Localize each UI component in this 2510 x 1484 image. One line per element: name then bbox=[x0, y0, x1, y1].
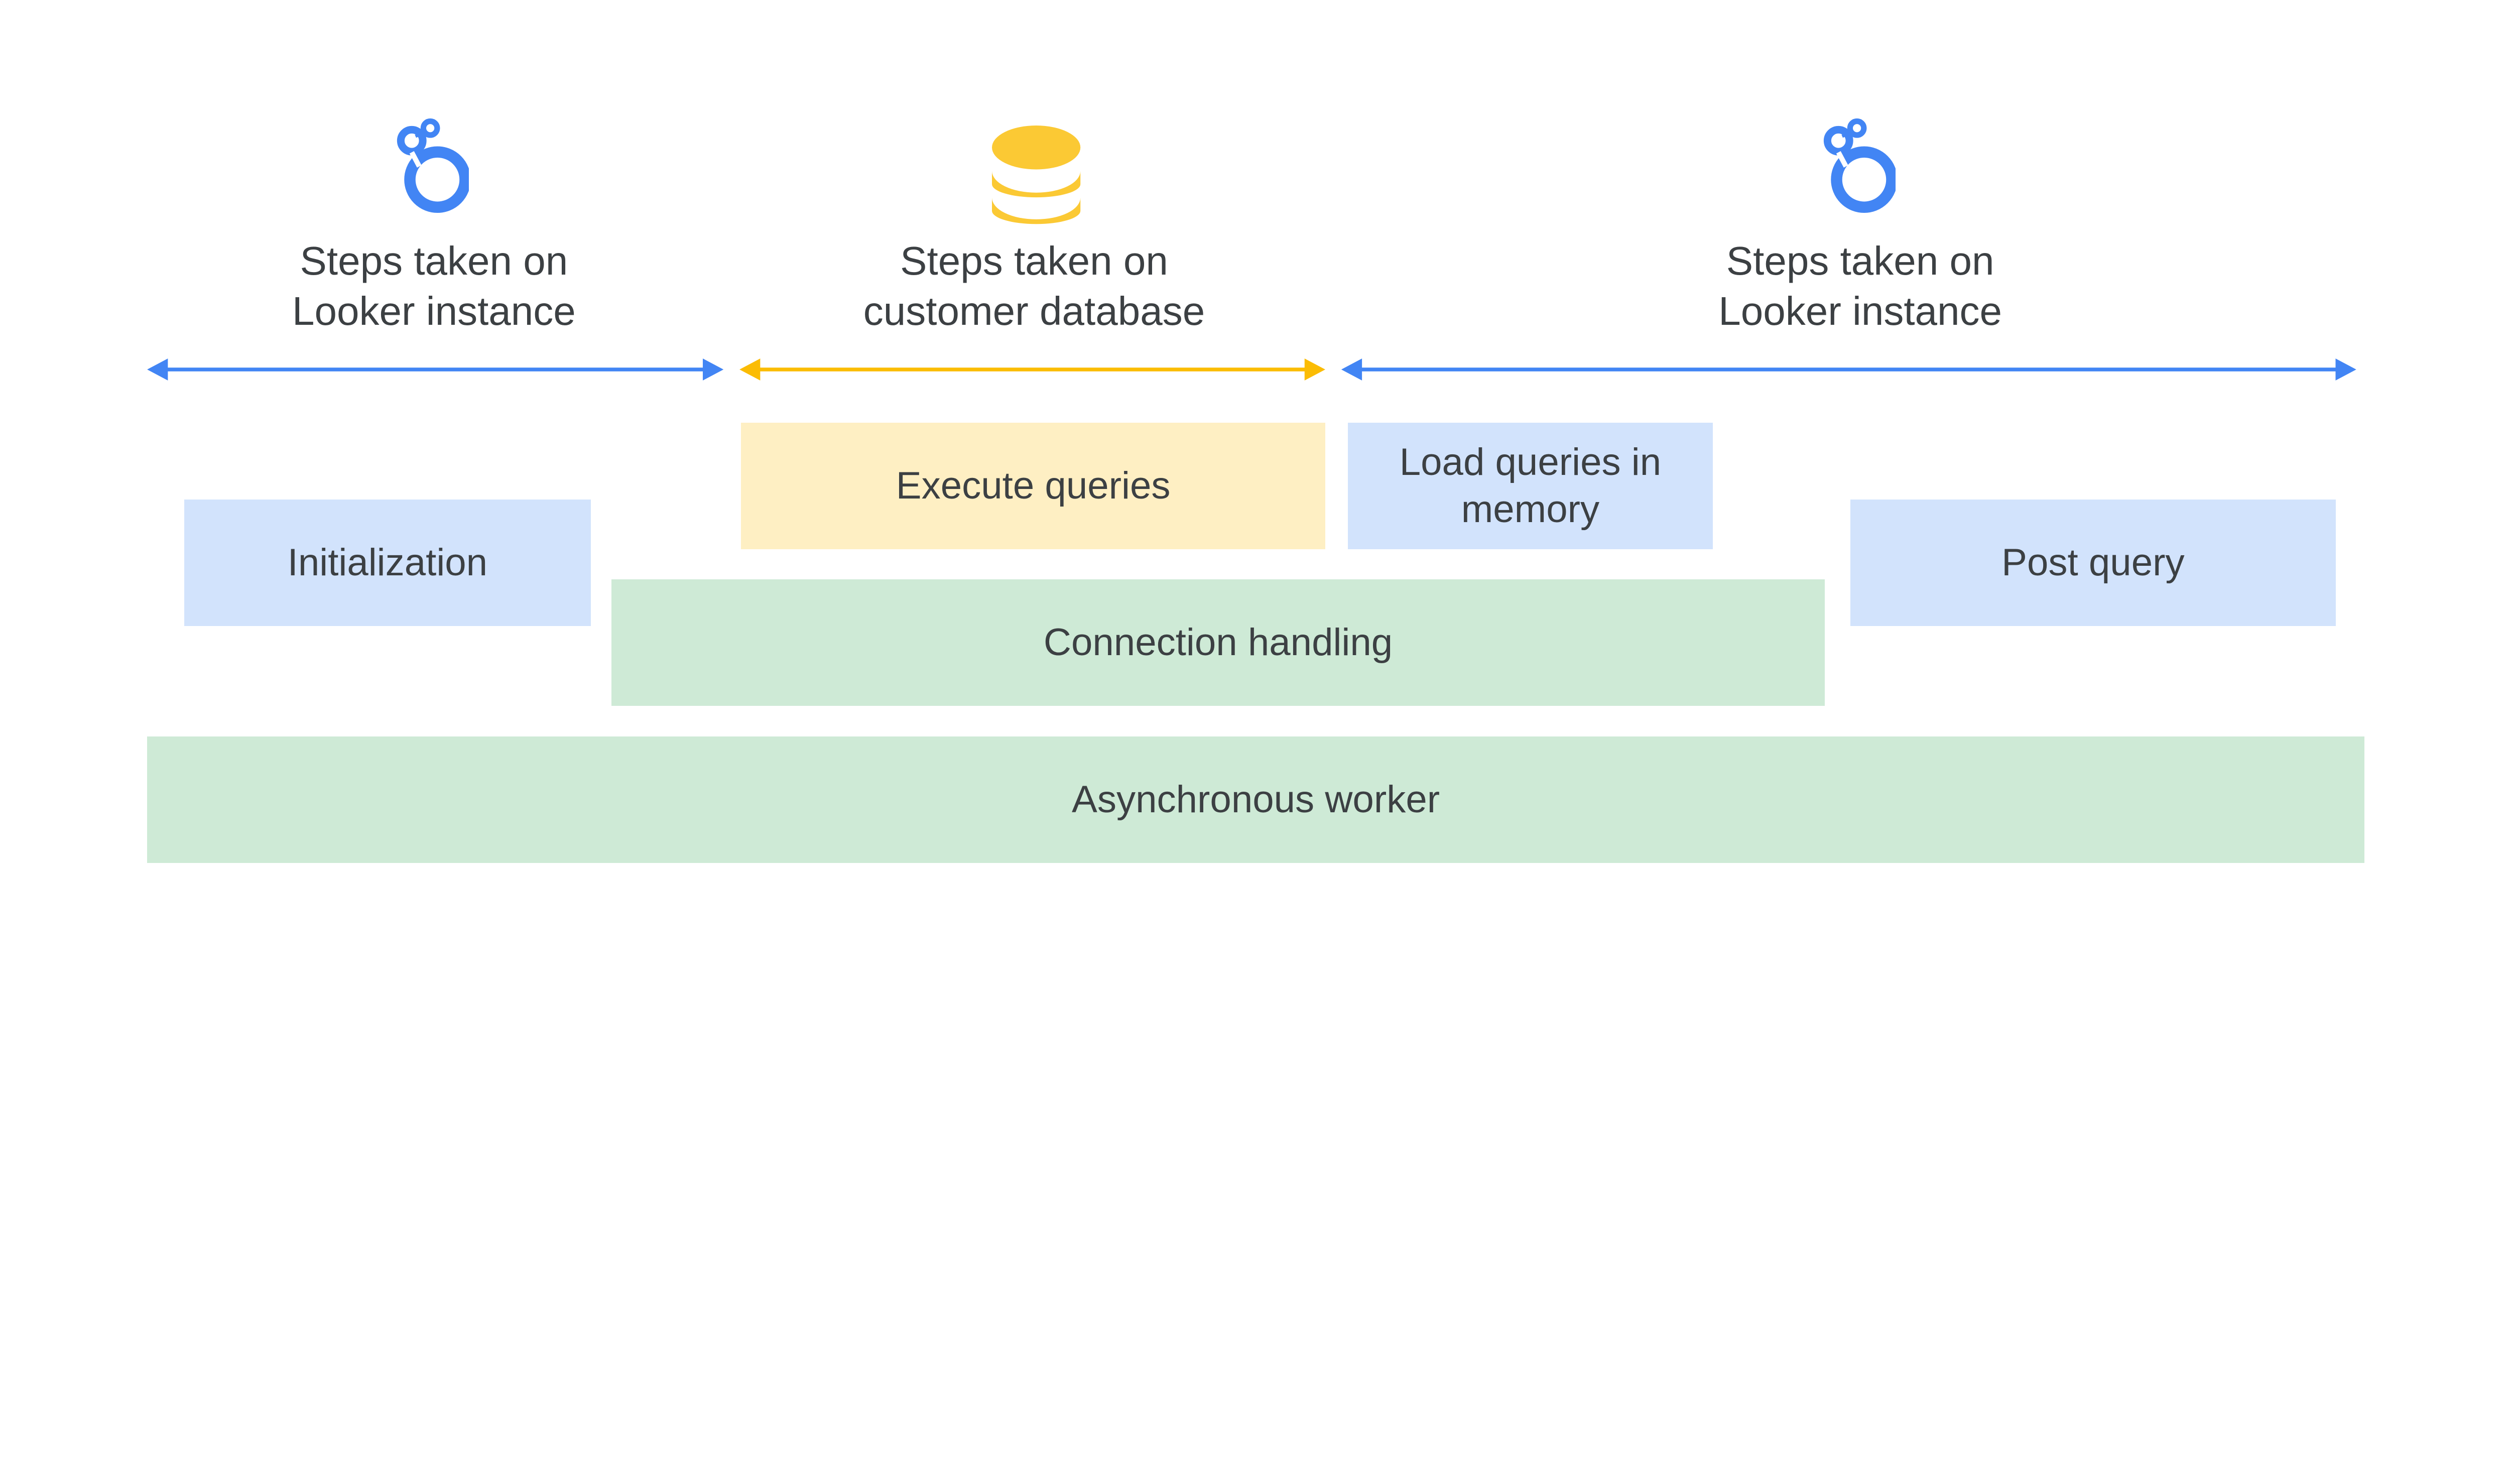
box-label: Post query bbox=[2001, 541, 2185, 584]
load-queries-box: Load queries in memory bbox=[1348, 422, 1713, 549]
connection-handling-box: Connection handling bbox=[611, 579, 1825, 706]
heading-line: Steps taken on bbox=[1726, 238, 1994, 283]
double-arrow-looker-2 bbox=[1341, 358, 2356, 381]
box-label: Load queries in memory bbox=[1399, 441, 1662, 531]
heading-line: Steps taken on bbox=[900, 238, 1168, 283]
section-heading-database: Steps taken on customer database bbox=[815, 236, 1254, 336]
box-label: Connection handling bbox=[1043, 621, 1393, 664]
looker-logo-icon bbox=[1823, 118, 1896, 213]
asynchronous-worker-box: Asynchronous worker bbox=[147, 736, 2364, 863]
section-heading-looker-1: Steps taken on Looker instance bbox=[214, 236, 654, 336]
query-lifecycle-diagram: Steps taken on Looker instance Steps tak… bbox=[147, 118, 2364, 863]
looker-logo-icon bbox=[397, 118, 469, 213]
double-arrow-looker-1 bbox=[147, 358, 724, 381]
box-label: Execute queries bbox=[896, 464, 1171, 507]
heading-line: Looker instance bbox=[292, 289, 576, 333]
execute-queries-box: Execute queries bbox=[741, 422, 1325, 549]
double-arrow-database bbox=[739, 358, 1325, 381]
post-query-box: Post query bbox=[1850, 500, 2336, 626]
heading-line: Steps taken on bbox=[300, 238, 568, 283]
box-label: Initialization bbox=[287, 541, 488, 584]
box-label: Asynchronous worker bbox=[1071, 778, 1440, 821]
initialization-box: Initialization bbox=[184, 500, 591, 626]
span-arrows bbox=[147, 358, 2356, 381]
section-heading-looker-2: Steps taken on Looker instance bbox=[1641, 236, 2080, 336]
database-icon bbox=[992, 126, 1081, 224]
heading-line: customer database bbox=[863, 289, 1205, 333]
heading-line: Looker instance bbox=[1718, 289, 2002, 333]
